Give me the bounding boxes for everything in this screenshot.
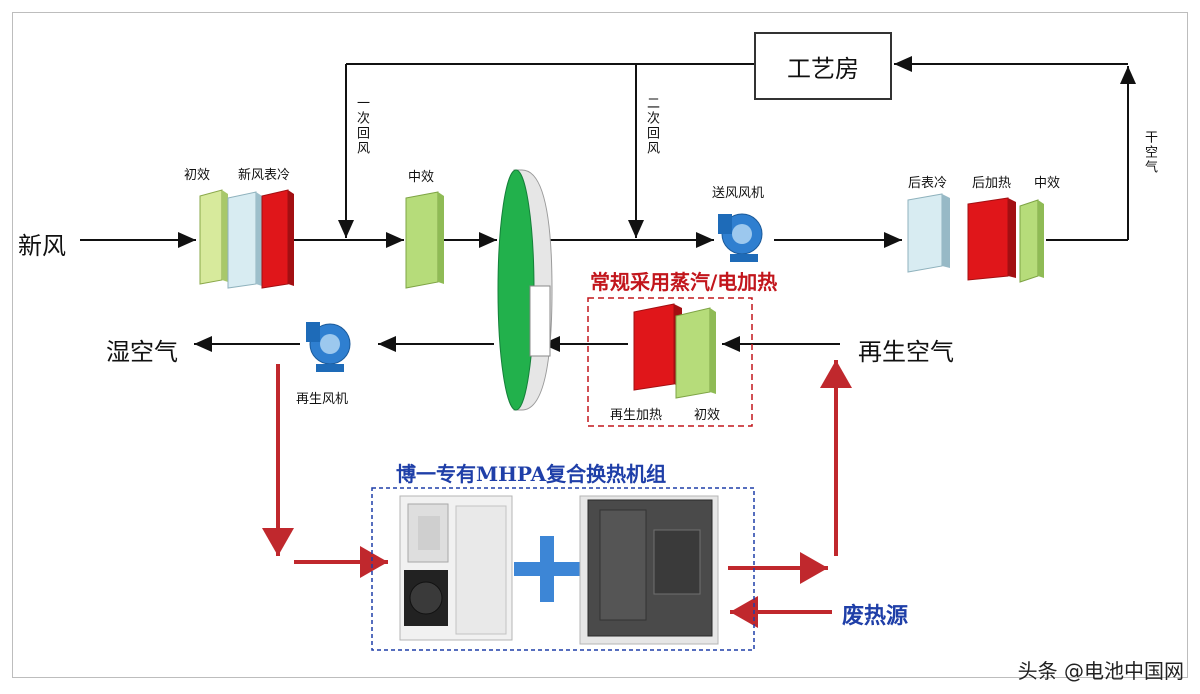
plus-icon (514, 536, 580, 602)
mid-filter-2-icon (1019, 199, 1044, 283)
pre-filter-label: 初效 (184, 168, 211, 183)
post-cool-icon (907, 193, 950, 273)
mid-filter-icon (405, 191, 444, 289)
regen-pre-filter-icon (675, 307, 716, 399)
fresh-air-label: 新风 (18, 232, 66, 260)
waste-heat-label: 废热源 (842, 603, 909, 629)
fresh-coil-icon (227, 189, 294, 289)
steam-note-title: 常规采用蒸汽/电加热 (590, 270, 778, 294)
regen-fan-label: 再生风机 (296, 392, 349, 407)
supply-fan-label: 送风风机 (712, 186, 765, 201)
mid-filter-2-label: 中效 (1034, 176, 1061, 191)
process-room-box: 工艺房 (754, 32, 892, 100)
regen-heat-label: 再生加热 (610, 408, 663, 423)
watermark: 头条 @电池中国网 (1017, 659, 1184, 683)
fresh-coil-label: 新风表冷 (238, 168, 291, 183)
wet-air-label: 湿空气 (106, 338, 178, 366)
diagram-frame (12, 12, 1188, 678)
regen-air-label: 再生空气 (858, 338, 954, 366)
supply-fan-icon (718, 213, 763, 262)
regen-heat-box (587, 297, 753, 427)
first-return-label: 一次回风 (354, 96, 369, 156)
post-cool-label: 后表冷 (908, 176, 948, 191)
regen-pre-filter-label: 初效 (694, 408, 721, 423)
heat-exchanger-photo-2 (579, 495, 719, 645)
desiccant-wheel-icon (497, 169, 553, 411)
post-heat-label: 后加热 (972, 176, 1012, 191)
regen-heater-icon (633, 303, 682, 391)
regen-fan-icon (306, 322, 351, 372)
mhpa-title: 博一专有MHPA复合换热机组 (396, 462, 667, 486)
heat-exchanger-photo-1 (399, 495, 513, 641)
post-heat-icon (967, 197, 1016, 281)
dry-air-label: 干空气 (1142, 130, 1157, 175)
mid-filter-label: 中效 (408, 170, 435, 185)
mhpa-box (371, 487, 755, 651)
pre-filter-icon (199, 189, 228, 285)
second-return-label: 二次回风 (644, 96, 659, 156)
